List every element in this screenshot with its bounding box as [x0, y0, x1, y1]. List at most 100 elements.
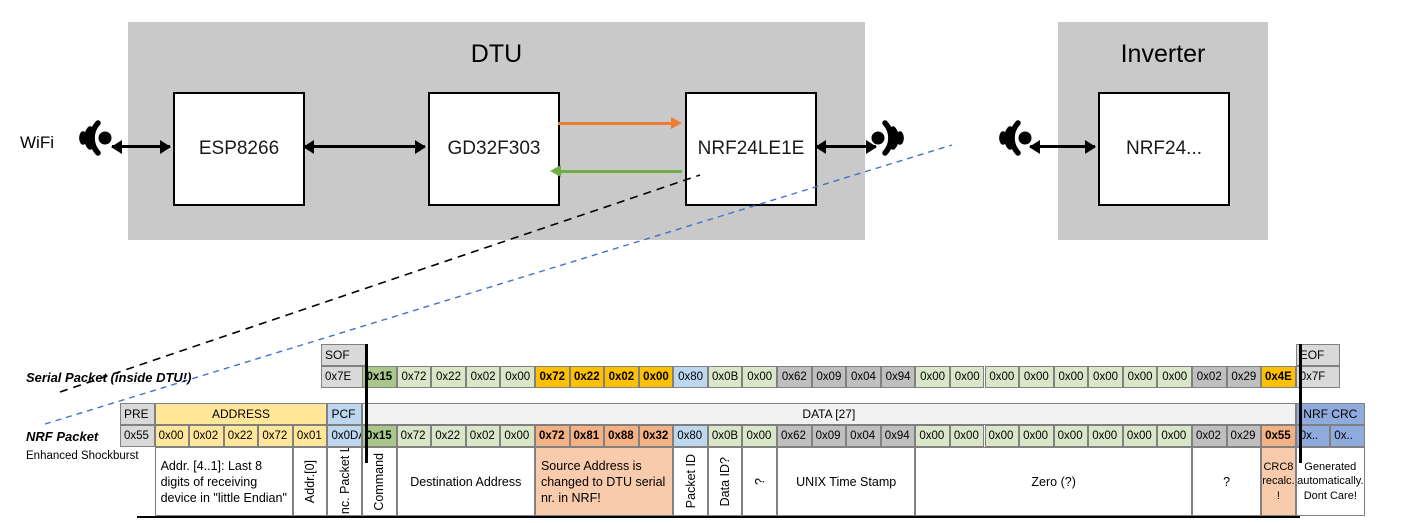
- serial-eof-header: EOF: [1295, 344, 1341, 366]
- serial-packet-label: Serial Packet (inside DTU!): [26, 370, 192, 385]
- serial-byte-15: 0x94: [880, 366, 916, 388]
- serial-byte-12: 0x62: [777, 366, 812, 388]
- serial-byte-24: 0x02: [1191, 366, 1227, 388]
- block-diagram: DTU Inverter WiFi ESP8266: [20, 22, 1268, 240]
- eof-separator: [1299, 344, 1302, 463]
- nrf-byte-32: 0x29: [1226, 425, 1262, 447]
- serial-byte-8: 0x00: [638, 366, 674, 388]
- pcf-desc: 9 Bit! Inc. Packet Length: [327, 447, 363, 516]
- serial-byte-5: 0x72: [534, 366, 570, 388]
- serial-byte-4: 0x00: [500, 366, 535, 388]
- data-id-desc: Data ID?: [707, 447, 743, 516]
- serial-byte-18: 0x00: [984, 366, 1020, 388]
- serial-byte-13: 0x09: [811, 366, 847, 388]
- sof-separator: [365, 344, 368, 463]
- serial-byte-19: 0x00: [1019, 366, 1054, 388]
- arrow-esp-gd32: [303, 139, 426, 154]
- vertical-label: Command: [372, 452, 387, 511]
- dtu-title: DTU: [470, 40, 523, 68]
- source-address-desc: Source Address is changed to DTU serial …: [534, 447, 674, 516]
- nrf-byte-1: 0x00: [154, 425, 190, 447]
- vertical-label: Data ID?: [718, 456, 733, 507]
- nrf-byte-28: 0x00: [1088, 425, 1123, 447]
- nrf-header-pcf: PCF: [327, 403, 363, 425]
- nrf-crc-desc: Generated automatically. Dont Care!: [1295, 447, 1365, 516]
- arrow-nrf-antenna: [815, 139, 877, 154]
- nrf-byte-15: 0x32: [638, 425, 674, 447]
- chip-nrf24le1e: NRF24LE1E: [685, 92, 817, 206]
- serial-byte-2: 0x22: [431, 366, 466, 388]
- nrf-byte-29: 0x00: [1122, 425, 1158, 447]
- nrf-byte-8: 0x72: [396, 425, 432, 447]
- desc-bottom-rule: [137, 516, 1300, 518]
- serial-byte-21: 0x00: [1088, 366, 1123, 388]
- nrf-byte-2: 0x02: [189, 425, 224, 447]
- command-desc: Command: [362, 447, 397, 516]
- serial-byte-1: 0x72: [396, 366, 432, 388]
- serial-byte-14: 0x04: [846, 366, 881, 388]
- chip-esp8266: ESP8266: [173, 92, 305, 206]
- nrf-byte-5: 0x01: [292, 425, 328, 447]
- unknown-desc: ?: [742, 447, 778, 516]
- serial-byte-25: 0x29: [1226, 366, 1262, 388]
- nrf-byte-11: 0x00: [500, 425, 535, 447]
- nrf-byte-0: 0x55: [120, 425, 155, 447]
- serial-sof-value: 0x7E: [321, 366, 366, 388]
- serial-byte-0: 0x15: [362, 366, 397, 388]
- arrow-rx-green: [550, 165, 682, 177]
- serial-byte-10: 0x0B: [707, 366, 743, 388]
- nrf-byte-9: 0x22: [431, 425, 466, 447]
- radio-antenna-icon: [871, 120, 904, 156]
- serial-byte-7: 0x02: [604, 366, 639, 388]
- nrf-byte-27: 0x00: [1053, 425, 1089, 447]
- serial-byte-26: 0x4E: [1261, 366, 1296, 388]
- nrf-byte-22: 0x94: [880, 425, 916, 447]
- nrf-byte-34: 0x..: [1295, 425, 1331, 447]
- nrf-byte-19: 0x62: [777, 425, 812, 447]
- wifi-antenna-icon: [79, 120, 112, 156]
- packet-id-desc: Packet ID: [673, 447, 708, 516]
- nrf-byte-10: 0x02: [465, 425, 501, 447]
- nrf-byte-35: 0x..: [1330, 425, 1365, 447]
- nrf-byte-13: 0x81: [569, 425, 605, 447]
- chip-label: GD32F303: [447, 138, 541, 159]
- nrf-byte-30: 0x00: [1157, 425, 1192, 447]
- serial-byte-22: 0x00: [1122, 366, 1158, 388]
- nrf-byte-3: 0x22: [223, 425, 259, 447]
- nrf-byte-18: 0x00: [742, 425, 778, 447]
- address-desc: Addr. [4..1]: Last 8 digits of receiving…: [154, 447, 293, 516]
- arrow-antenna-nrf24: [1029, 139, 1096, 154]
- nrf-byte-17: 0x0B: [707, 425, 743, 447]
- nrf-byte-6: 0x0DA: [327, 425, 363, 447]
- vertical-label: Addr.[0]: [303, 459, 318, 504]
- arrow-tx-orange: [558, 117, 682, 129]
- serial-byte-3: 0x02: [465, 366, 501, 388]
- serial-byte-20: 0x00: [1053, 366, 1089, 388]
- crc8-desc: CRC8 recalc. !: [1261, 447, 1296, 516]
- serial-byte-23: 0x00: [1157, 366, 1192, 388]
- nrf-byte-26: 0x00: [1019, 425, 1054, 447]
- nrf-byte-12: 0x72: [534, 425, 570, 447]
- nrf-byte-7: 0x15: [362, 425, 397, 447]
- nrf-header-data-27-: DATA [27]: [362, 403, 1296, 425]
- nrf-byte-25: 0x00: [984, 425, 1020, 447]
- inverter-title: Inverter: [1120, 40, 1206, 68]
- addr0-desc: Addr.[0]: [292, 447, 328, 516]
- vertical-label: ?: [752, 478, 767, 485]
- serial-byte-17: 0x00: [949, 366, 985, 388]
- serial-byte-11: 0x00: [742, 366, 778, 388]
- chip-label: ESP8266: [198, 138, 280, 159]
- arrow-wifi-esp: [111, 139, 171, 154]
- nrf-byte-20: 0x09: [811, 425, 847, 447]
- zero-desc: Zero (?): [915, 447, 1192, 516]
- serial-eof-value: 0x7F: [1295, 366, 1341, 388]
- nrf-byte-4: 0x72: [258, 425, 293, 447]
- serial-sof-header: SOF: [321, 344, 366, 366]
- nrf-header-pre: PRE: [120, 403, 155, 425]
- destination-address-desc: Destination Address: [396, 447, 535, 516]
- nrf-byte-16: 0x80: [673, 425, 708, 447]
- unix-timestamp-desc: UNIX Time Stamp: [777, 447, 916, 516]
- wifi-label: WiFi: [20, 133, 54, 152]
- nrf-header-nrf-crc: NRF CRC: [1295, 403, 1365, 425]
- serial-byte-6: 0x22: [569, 366, 605, 388]
